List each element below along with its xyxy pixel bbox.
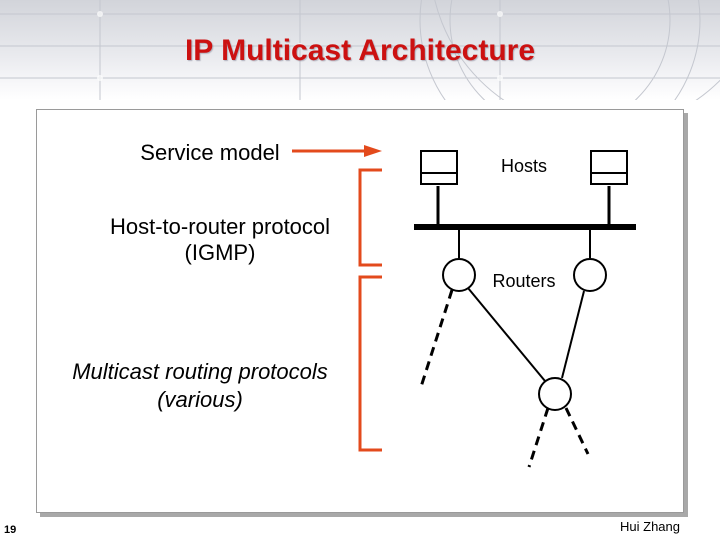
service-model-label: Service model bbox=[140, 140, 280, 165]
router-right-icon bbox=[573, 258, 607, 292]
host-right-icon bbox=[590, 150, 628, 185]
lower-bracket bbox=[358, 275, 382, 452]
routers-label: Routers bbox=[492, 271, 556, 291]
router-bottom-icon bbox=[538, 377, 572, 411]
host-router-protocol-line1: Host-to-router protocol bbox=[109, 214, 331, 239]
slide-number: 19 bbox=[4, 524, 17, 536]
header-background-decoration bbox=[0, 0, 720, 100]
multicast-routing-line2: (various) bbox=[157, 387, 243, 413]
host-left-icon bbox=[420, 150, 458, 185]
multicast-routing-line1: Multicast routing protocols bbox=[72, 359, 328, 384]
external-link-bottom-left bbox=[527, 407, 550, 468]
external-link-left bbox=[418, 289, 454, 391]
slide-title: IP Multicast Architecture bbox=[184, 34, 536, 67]
upper-bracket bbox=[358, 168, 382, 267]
service-model-arrow bbox=[292, 145, 382, 157]
hosts-label: Hosts bbox=[500, 156, 547, 176]
link-right-to-bottom-router bbox=[561, 290, 585, 379]
multicast-routing-protocols-label: Multicast routing protocols (various) bbox=[30, 358, 370, 414]
host-router-protocol-line2: (IGMP) bbox=[184, 240, 256, 266]
slide-header: IP Multicast Architecture bbox=[0, 0, 720, 100]
host-router-protocol-label: Host-to-router protocol (IGMP) bbox=[80, 214, 360, 267]
router-left-icon bbox=[442, 258, 476, 292]
external-link-bottom-right bbox=[564, 407, 590, 455]
footer-author: Hui Zhang bbox=[620, 519, 680, 534]
link-left-to-bottom-router bbox=[467, 287, 546, 382]
